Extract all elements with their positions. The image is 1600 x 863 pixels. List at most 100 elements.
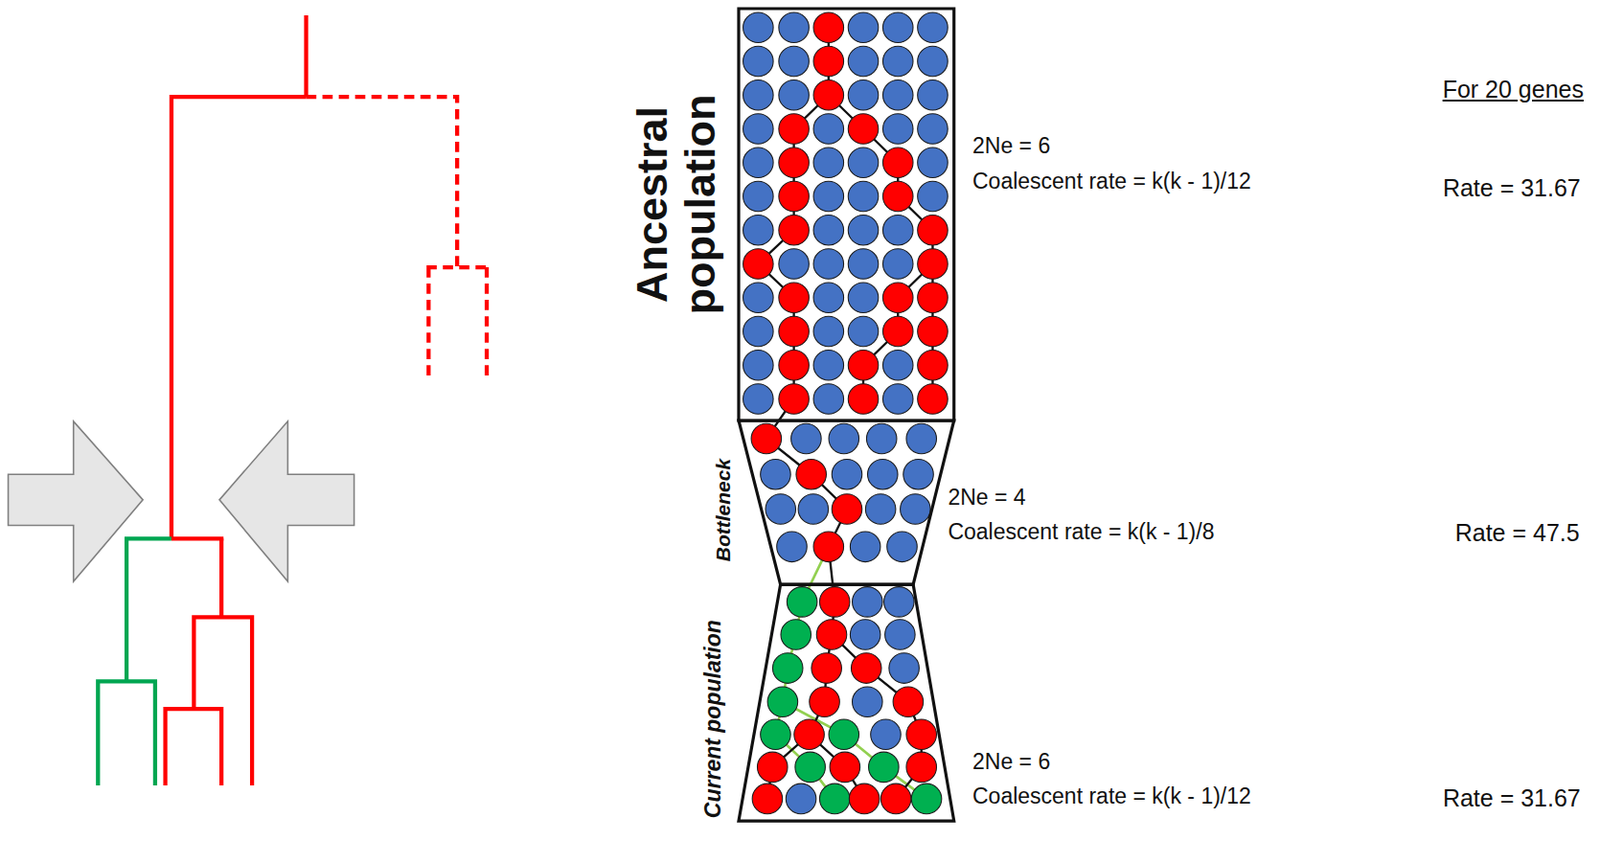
- gene-copy: [849, 619, 881, 651]
- gene-copy: [813, 114, 845, 145]
- gene-copy: [813, 12, 845, 44]
- gene-copy: [885, 619, 916, 651]
- gene-copy: [882, 215, 914, 247]
- gene-copy: [778, 316, 810, 347]
- bottleneck-trapezoid: Bottleneck: [738, 420, 955, 585]
- gene-copy: [778, 79, 810, 111]
- lost-lineage: [306, 96, 490, 380]
- gene-copy: [868, 752, 900, 783]
- gene-copy: [813, 249, 845, 280]
- gene-copies: [743, 12, 949, 815]
- gene-copy: [882, 350, 914, 382]
- gene-copy: [813, 384, 845, 415]
- gene-copy: [743, 114, 775, 145]
- gene-copy: [917, 147, 949, 179]
- gene-copy: [917, 79, 949, 111]
- gene-copy: [743, 282, 775, 314]
- gene-copy: [903, 458, 935, 490]
- gene-copy: [778, 215, 810, 247]
- gene-copy: [743, 316, 775, 347]
- gene-copy: [751, 423, 782, 455]
- gene-copy: [882, 45, 914, 77]
- gene-copy: [756, 752, 788, 783]
- gene-copy: [813, 79, 845, 111]
- gene-copy: [847, 12, 879, 44]
- gene-copy: [847, 45, 879, 77]
- gene-copy: [777, 531, 808, 563]
- gene-copy: [794, 719, 825, 751]
- gene-copy: [791, 423, 823, 455]
- population-outline: [738, 584, 955, 822]
- gene-copy: [882, 114, 914, 145]
- gene-copy: [798, 494, 829, 526]
- gene-copy: [760, 719, 792, 751]
- gene-copy: [849, 531, 881, 563]
- lineage-line: [757, 27, 847, 800]
- gene-copy: [778, 282, 810, 314]
- gene-copy: [882, 384, 914, 415]
- gene-copy: [816, 619, 847, 651]
- rate-value: Rate = 31.67: [1442, 175, 1581, 203]
- gene-copy: [882, 181, 914, 212]
- gene-copy: [911, 783, 942, 815]
- current-population-trapezoid: Current population: [738, 584, 955, 822]
- gene-copy: [847, 147, 879, 179]
- gene-copy: [760, 458, 792, 490]
- population-outline: [738, 420, 955, 585]
- population-outline: [738, 8, 955, 421]
- gene-copy: [831, 458, 863, 490]
- lineage-line: [828, 94, 934, 399]
- gene-copy: [813, 350, 845, 382]
- gene-copy: [892, 686, 924, 718]
- gene-copy: [743, 215, 775, 247]
- gene-copy: [778, 114, 810, 145]
- gene-copy: [828, 719, 860, 751]
- gene-copy: [906, 752, 938, 783]
- tree-branch: [95, 538, 172, 786]
- gene-copy: [778, 181, 810, 212]
- bottleneck-arrows: [8, 421, 355, 582]
- gene-copy: [743, 249, 775, 280]
- gene-copy: [743, 147, 775, 179]
- gene-copy: [906, 719, 938, 751]
- gene-copy: [882, 79, 914, 111]
- gene-copy: [917, 350, 949, 382]
- gene-copy: [887, 531, 918, 563]
- gene-copy: [796, 458, 827, 490]
- gene-copy: [917, 282, 949, 314]
- gene-copy: [813, 215, 845, 247]
- gene-copy: [850, 653, 882, 685]
- gene-copy: [882, 316, 914, 347]
- gene-copy: [743, 350, 775, 382]
- gene-copy: [785, 783, 817, 815]
- gene-copy: [880, 783, 912, 815]
- gene-copy: [813, 316, 845, 347]
- effective-size: 2Ne = 4: [947, 485, 1026, 510]
- gene-copy: [780, 619, 812, 651]
- gene-copy: [813, 282, 845, 314]
- gene-copy: [884, 587, 915, 618]
- gene-tree: [95, 15, 489, 786]
- gene-copy: [917, 12, 949, 44]
- tree-branch: [162, 538, 254, 786]
- gene-copy: [847, 215, 879, 247]
- gene-copy: [778, 384, 810, 415]
- gene-copy: [819, 783, 850, 815]
- gene-copy: [813, 147, 845, 179]
- gene-copy: [882, 12, 914, 44]
- population-outline: [738, 420, 955, 585]
- gene-copy: [882, 282, 914, 314]
- column-heading: For 20 genes: [1442, 76, 1584, 104]
- gene-copy: [743, 384, 775, 415]
- gene-copy: [772, 653, 803, 685]
- gene-copy: [743, 181, 775, 212]
- lineage-lines: [757, 27, 933, 800]
- gene-copy: [917, 114, 949, 145]
- gene-copy: [767, 686, 799, 718]
- gene-copy: [847, 384, 879, 415]
- gene-copy: [889, 653, 920, 685]
- population-heading: Current population: [701, 620, 726, 820]
- gene-copy: [829, 752, 861, 783]
- gene-copy: [813, 181, 845, 212]
